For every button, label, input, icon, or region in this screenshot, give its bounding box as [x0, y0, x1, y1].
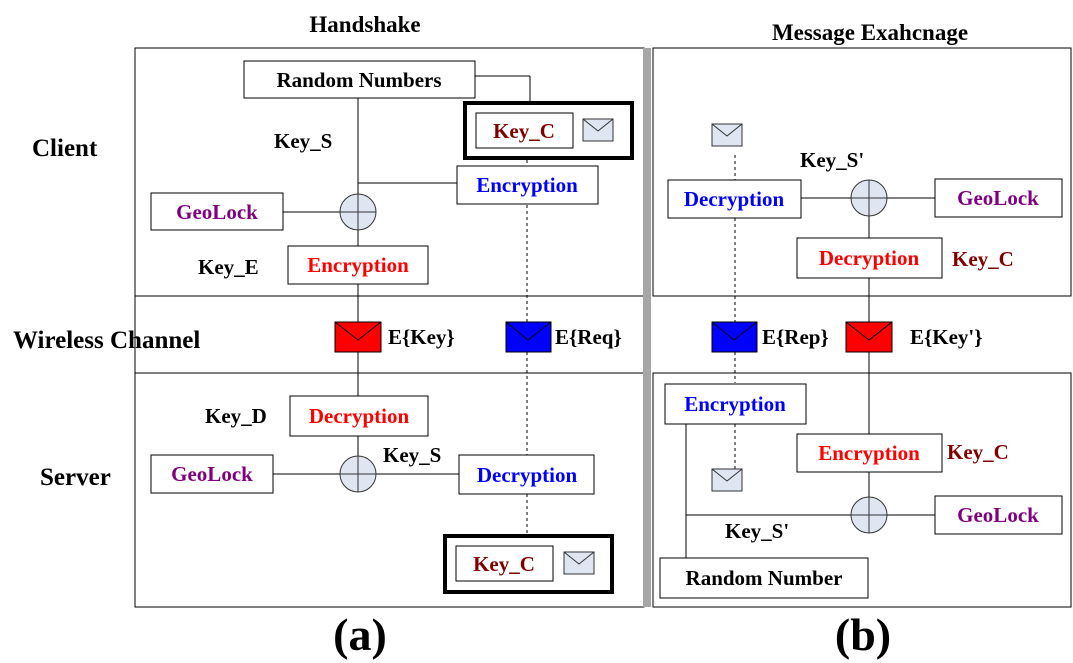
xor-operator-icon [850, 179, 888, 217]
caption-a: (a) [333, 609, 387, 660]
exchange-decryption-red-label: Decryption [819, 246, 920, 270]
exchange-encryption-red-label: Encryption [818, 441, 920, 465]
e-req-label: E{Req} [555, 325, 622, 349]
decryption-red-box [289, 395, 429, 437]
encryption-blue-box [456, 165, 599, 205]
exchange-encryption-blue-box [664, 383, 807, 425]
caption-b: (b) [835, 609, 891, 660]
decryption-blue-label: Decryption [477, 463, 578, 487]
envelope-e-key-prime [845, 321, 893, 353]
envelope-e-rep [711, 321, 758, 353]
exchange-decryption-blue-label: Decryption [684, 187, 785, 211]
handshake-header: Handshake [309, 12, 420, 37]
encryption-red-box [287, 245, 429, 285]
exchange-client-geolock-box [934, 178, 1063, 218]
exchange-client-region [652, 47, 1072, 297]
exchange-key-s-prime-label: Key_S' [725, 519, 789, 543]
client-geolock-label: GeoLock [176, 200, 258, 224]
envelope-e-key [334, 321, 382, 353]
message-exchange-header: Message Exahcnage [772, 20, 968, 45]
envelope-icon [711, 123, 743, 147]
xor-operator-icon [339, 455, 377, 493]
envelope-icon [563, 551, 595, 575]
exchange-decryption-blue-box [667, 179, 802, 219]
exchange-connectors [685, 155, 935, 558]
decryption-blue-box [458, 454, 595, 495]
xor-operator-icon [850, 496, 888, 534]
exchange-server-geolock-label: GeoLock [957, 503, 1039, 527]
xor-operator-icon [339, 193, 377, 231]
row-label-client: Client [32, 135, 98, 162]
row-label-wireless-channel: Wireless Channel [13, 327, 200, 354]
server-key-s-label: Key_S [383, 443, 441, 467]
server-key-c-box [455, 545, 554, 582]
key-d-label: Key_D [205, 404, 267, 428]
exchange-encryption-blue-label: Encryption [684, 392, 786, 416]
client-key-c-label: Key_C [493, 119, 555, 143]
server-key-c-label: Key_C [473, 552, 535, 576]
key-s-label: Key_S [274, 129, 332, 153]
encryption-red-label: Encryption [307, 253, 409, 277]
exchange-server-region [652, 372, 1072, 608]
region-frames [134, 47, 1072, 608]
key-e-label: Key_E [198, 255, 259, 279]
key-s-prime-label: Key_S' [800, 148, 864, 172]
envelope-icon [711, 468, 743, 492]
server-geolock-box [150, 454, 274, 494]
client-key-c-box [475, 112, 574, 149]
exchange-server-geolock-box [934, 495, 1063, 535]
server-geolock-label: GeoLock [171, 462, 253, 486]
e-key-prime-label: E{Key'} [910, 325, 983, 349]
random-numbers-label: Random Numbers [276, 68, 441, 92]
exchange-client-geolock-label: GeoLock [957, 186, 1039, 210]
random-number-box [659, 557, 869, 599]
e-rep-label: E{Rep} [762, 325, 829, 349]
exchange-server-key-c-label: Key_C [947, 440, 1009, 464]
exchange-key-c-label: Key_C [952, 247, 1014, 271]
encryption-blue-label: Encryption [476, 173, 578, 197]
random-number-label: Random Number [686, 566, 843, 590]
exchange-encryption-red-box [796, 433, 943, 473]
client-geolock-box [150, 192, 284, 231]
section-divider [643, 48, 651, 607]
exchange-decryption-red-box [796, 237, 943, 279]
decryption-red-label: Decryption [309, 404, 410, 428]
envelope-icon [582, 118, 614, 142]
e-key-label: E{Key} [388, 325, 455, 349]
handshake-connectors [273, 75, 531, 536]
row-label-server: Server [40, 464, 111, 491]
envelope-e-req [505, 321, 552, 353]
random-numbers-box [243, 60, 476, 99]
